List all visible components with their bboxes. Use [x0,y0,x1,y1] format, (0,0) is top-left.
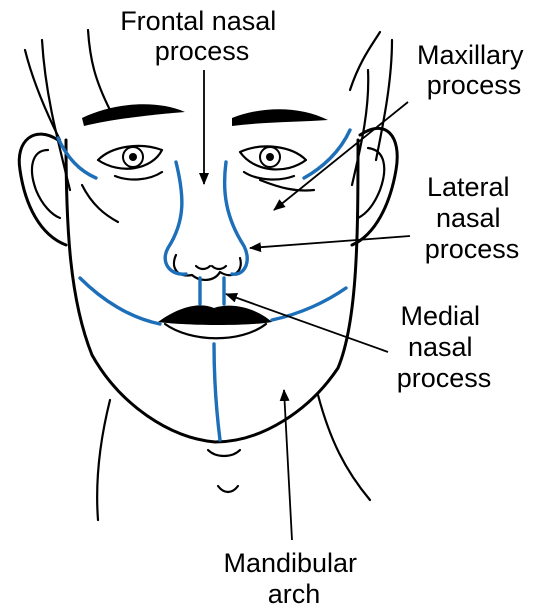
chin-crease [208,450,240,456]
label-frontal-nasal-process: Frontal nasal process [120,6,284,66]
label-lateral-nasal-process: Lateral nasal process [425,172,520,264]
cheek-line-left [82,185,118,222]
right-eyebrow [232,109,328,126]
label-maxillary-process: Maxillary process [417,40,531,100]
right-ear-inner [358,148,384,218]
mouth [158,305,272,338]
arrow-mandibular [284,390,292,540]
face-outline [66,140,358,442]
arrow-lateral-nasal [250,236,410,248]
label-mandibular-arch: Mandibular arch [223,548,364,609]
right-eye [240,146,306,179]
left-eyebrow [82,104,185,126]
label-medial-nasal-process: Medial nasal process [397,301,492,393]
neck-outline [97,395,370,520]
left-eye [98,146,162,180]
nose [174,255,241,280]
left-ear-inner [32,150,60,218]
